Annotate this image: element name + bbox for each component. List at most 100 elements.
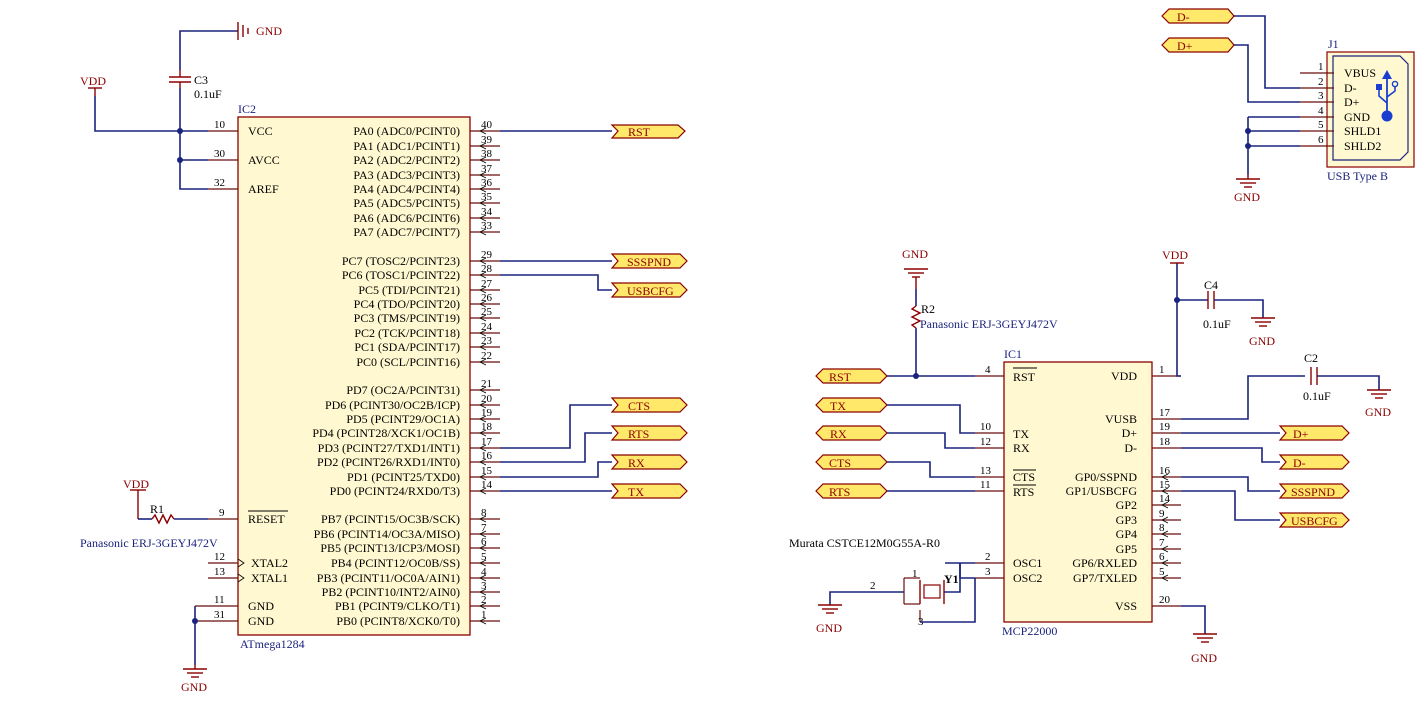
port-label: TX <box>628 485 644 499</box>
ic1-pin-num: 16 <box>1159 465 1171 477</box>
gnd-label: GND <box>181 680 207 694</box>
net-port-rx: RX <box>815 425 888 441</box>
ic2-pin-name: PB7 (PCINT15/OC3B/SCK) <box>321 512 460 526</box>
ic2-pin-num: 11 <box>214 594 225 606</box>
ic1-pin-num: 3 <box>985 566 991 578</box>
ic2-pin-marker <box>479 415 487 423</box>
y1-pin-num: 2 <box>870 580 876 592</box>
j1-pin-name: SHLD1 <box>1344 124 1381 138</box>
wire <box>944 563 961 593</box>
ic2-pin-name: XTAL2 <box>251 556 288 570</box>
r1-ref: R1 <box>150 502 164 516</box>
c4-ref: C4 <box>1204 278 1218 292</box>
ic2-pin-marker <box>479 602 487 610</box>
ic2-pin-marker <box>479 329 487 337</box>
ic1-pin-name: VDD <box>1111 369 1137 383</box>
ic2-pin-name: PC6 (TOSC1/PCINT22) <box>342 268 460 282</box>
ic1-pin-marker <box>1161 530 1169 538</box>
ic2-pin-marker <box>479 358 487 366</box>
capacitor-c4: C4 0.1uF <box>1203 278 1231 331</box>
ic1-pin-name-rts: RTS <box>1013 485 1034 499</box>
j1-pin-name: D- <box>1344 81 1357 95</box>
ic2-pin-marker <box>479 185 487 193</box>
gnd-symbol: GND <box>1365 389 1391 419</box>
j1-ref: J1 <box>1328 37 1339 51</box>
net-port-cts: CTS <box>815 454 888 470</box>
ic2-pin-marker <box>479 171 487 179</box>
ic1-pin-marker <box>1161 516 1169 524</box>
c3-ref: C3 <box>194 73 208 87</box>
ic2-pin-num: 16 <box>481 450 493 462</box>
j1-pin-num: 5 <box>1318 119 1324 131</box>
vdd-symbol: VDD <box>80 74 106 96</box>
ic2-pin-marker <box>479 487 487 495</box>
ic1-pin-name: OSC1 <box>1013 556 1042 570</box>
resistor-r1: VDD R1 Panasonic ERJ-3GEYJ472V <box>80 477 218 550</box>
wire <box>1214 299 1264 318</box>
ic2-pin-name: PB5 (PCINT13/ICP3/MOSI) <box>320 541 460 555</box>
ic2-pin-name: GND <box>248 599 274 613</box>
ic2-pin-marker <box>479 515 487 523</box>
ic1-pin-num: 9 <box>1159 508 1165 520</box>
ic2-pin-num: 29 <box>481 249 493 261</box>
gnd-symbol: GND <box>1191 633 1217 665</box>
ic1-pin-name-rst: RST <box>1013 370 1036 384</box>
ic2-pin-name: PD5 (PCINT29/OC1A) <box>346 412 460 426</box>
ic2-pin-marker <box>479 214 487 222</box>
ic2-pin-marker <box>479 127 487 135</box>
junction-dot <box>1174 297 1180 303</box>
ic2-pin-num: 31 <box>214 609 225 621</box>
ic1-pin-name: GP0/SSPND <box>1075 470 1137 484</box>
gnd-label: GND <box>1234 190 1260 204</box>
gnd-label: GND <box>256 24 282 38</box>
wire <box>1181 476 1280 492</box>
wire <box>959 563 975 579</box>
ic1-right-pins: 1VDD17VUSB19D+18D-16GP0/SSPND15GP1/USBCF… <box>1066 364 1181 613</box>
ic2-pin-name: PD7 (OC2A/PCINT31) <box>346 383 460 397</box>
ic2-pin-marker <box>479 588 487 596</box>
gnd-symbol: GND <box>237 22 282 40</box>
capacitor-c2: C2 0.1uF <box>1303 351 1331 403</box>
ic2-pin-name: PA1 (ADC1/PCINT1) <box>353 139 460 153</box>
ic2-pin-marker <box>479 300 487 308</box>
net-port-usbcfg: USBCFG <box>610 282 688 298</box>
ic2-pin-name: AREF <box>248 182 279 196</box>
ic2-pin-num: 36 <box>481 177 493 189</box>
ic2-pin-num: 18 <box>481 421 493 433</box>
ic2-pin-name: PA7 (ADC7/PCINT7) <box>353 225 460 239</box>
ic1-pin-num: 17 <box>1159 407 1171 419</box>
ic2-pin-name: PC3 (TMS/PCINT19) <box>354 311 460 325</box>
net-port-ssspnd: SSSPND <box>1278 483 1350 499</box>
wire <box>1181 490 1280 521</box>
port-label: SSSPND <box>1291 485 1335 499</box>
ic1-pin-marker <box>1161 487 1169 495</box>
ic1-pin-num: 12 <box>980 436 991 448</box>
ic2-pin-num: 12 <box>214 551 225 563</box>
ic2-pin-name: PC5 (TDI/PCINT21) <box>358 283 460 297</box>
y1-ref: Y1 <box>944 572 959 586</box>
net-port-usbcfg: USBCFG <box>1278 512 1350 528</box>
ic2-pin-marker <box>479 473 487 481</box>
wire <box>179 30 238 70</box>
wire <box>1181 447 1280 463</box>
junction-dot <box>177 128 183 134</box>
y1-value: Murata CSTCE12M0G55A-R0 <box>789 536 940 550</box>
ic1-pin-num: 1 <box>1159 364 1165 376</box>
c3-value: 0.1uF <box>194 87 222 101</box>
gnd-symbol: GND <box>902 247 928 289</box>
net-port-rst: RST <box>815 368 888 384</box>
ic1-pin-num: 6 <box>1159 551 1165 563</box>
ic2-pin-num: 20 <box>481 393 493 405</box>
gnd-label: GND <box>816 621 842 635</box>
ic2-body <box>237 116 471 636</box>
j1-pin-name: VBUS <box>1344 66 1376 80</box>
net-port-ssspnd: SSSPND <box>610 253 688 269</box>
ic2-pin-num: 10 <box>214 119 226 131</box>
ic2-pin-name: PB1 (PCINT9/CLKO/T1) <box>335 599 460 613</box>
ic2-pin-name: PB6 (PCINT14/OC3A/MISO) <box>314 527 460 541</box>
ic1-pin-marker <box>1161 574 1169 582</box>
ic2-pin-num: 6 <box>481 536 487 548</box>
ic2-pin-marker <box>479 530 487 538</box>
ic1-pin-name: OSC2 <box>1013 571 1042 585</box>
c2-value: 0.1uF <box>1303 389 1331 403</box>
